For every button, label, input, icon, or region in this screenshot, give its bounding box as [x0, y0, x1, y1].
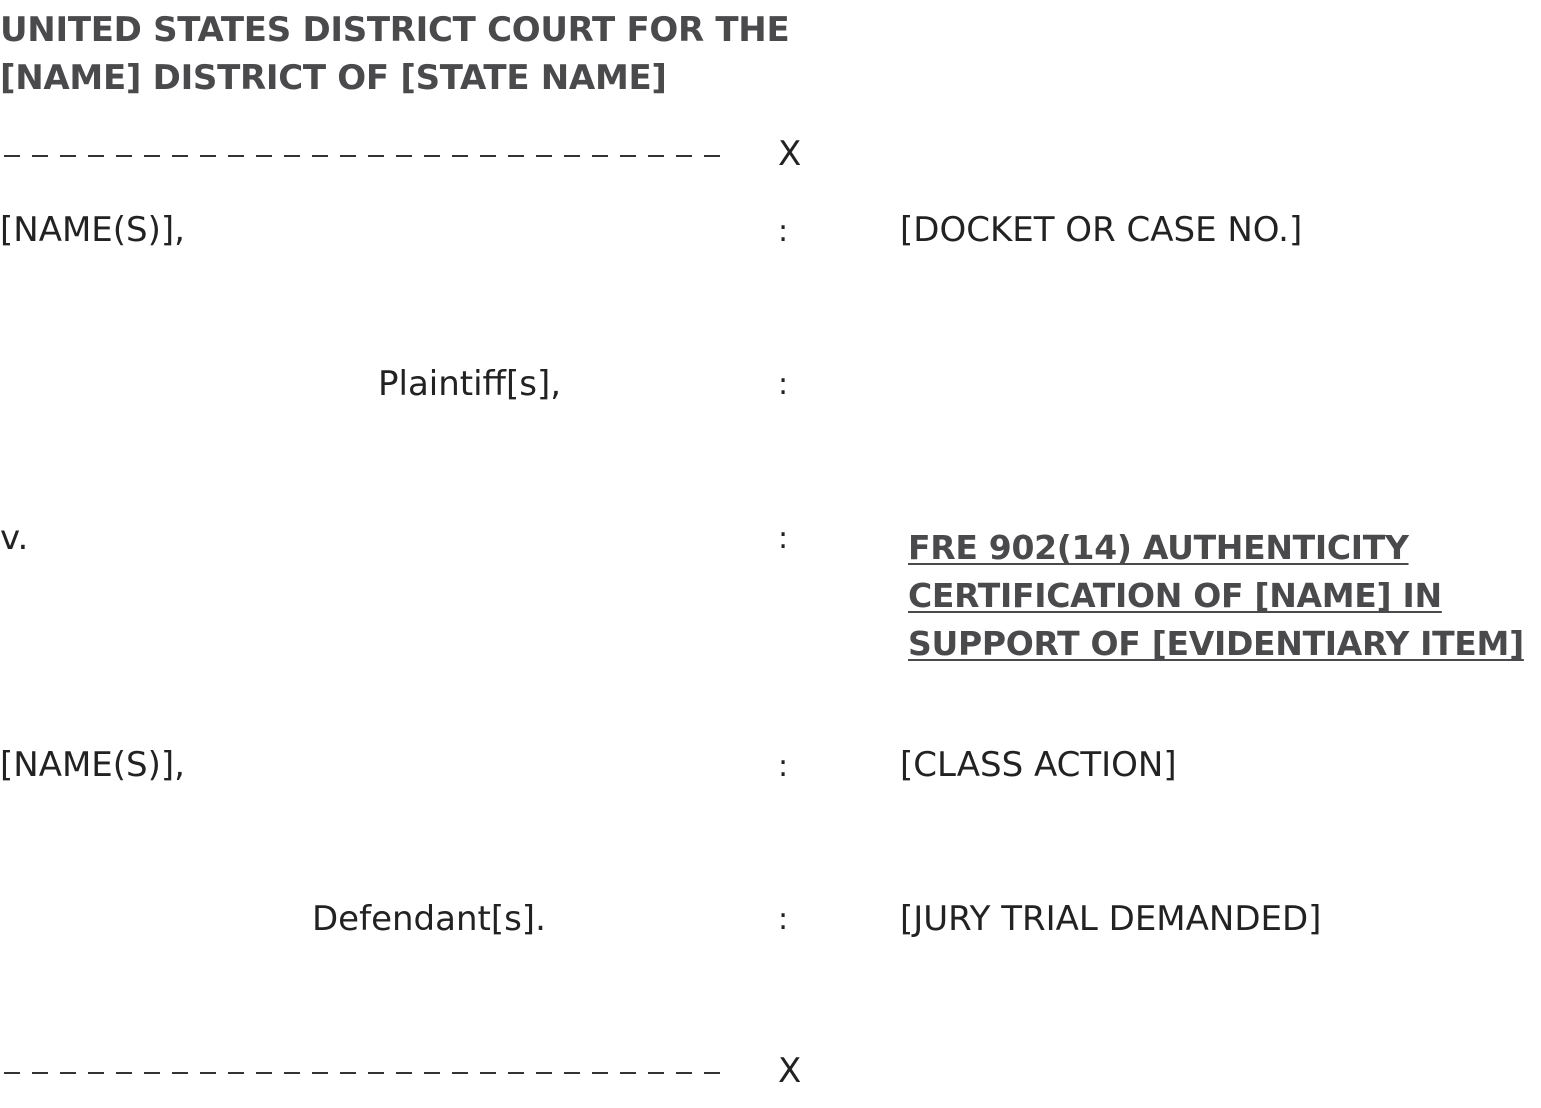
defendant-label: Defendant[s].: [312, 899, 546, 939]
document-title-line-2: CERTIFICATION OF [NAME] IN: [908, 576, 1442, 615]
document-title-line-1: FRE 902(14) AUTHENTICITY: [908, 528, 1409, 567]
caption-top-x-mark: X: [778, 134, 802, 174]
caption-colon: :: [778, 214, 789, 249]
court-heading: UNITED STATES DISTRICT COURT FOR THE [NA…: [0, 6, 790, 102]
caption-colon: :: [778, 902, 789, 937]
plaintiff-name: [NAME(S)],: [0, 210, 185, 250]
plaintiff-label: Plaintiff[s],: [378, 364, 562, 404]
caption-bottom-x-mark: X: [778, 1051, 802, 1091]
caption-colon: :: [778, 521, 789, 556]
caption-colon: :: [778, 367, 789, 402]
document-title-line-3: SUPPORT OF [EVIDENTIARY ITEM]: [908, 624, 1524, 663]
docket-number: [DOCKET OR CASE NO.]: [900, 210, 1303, 250]
defendant-name: [NAME(S)],: [0, 745, 185, 785]
court-heading-line-1: UNITED STATES DISTRICT COURT FOR THE: [0, 10, 790, 50]
caption-colon: :: [778, 749, 789, 784]
document-title: FRE 902(14) AUTHENTICITY CERTIFICATION O…: [908, 524, 1524, 668]
versus: v.: [0, 518, 29, 558]
caption-top-dashed-rule: [4, 155, 732, 157]
court-heading-line-2: [NAME] DISTRICT OF [STATE NAME]: [0, 58, 667, 98]
caption-bottom-dashed-rule: [4, 1072, 732, 1074]
jury-trial-notation: [JURY TRIAL DEMANDED]: [900, 899, 1322, 939]
class-action-notation: [CLASS ACTION]: [900, 745, 1177, 785]
